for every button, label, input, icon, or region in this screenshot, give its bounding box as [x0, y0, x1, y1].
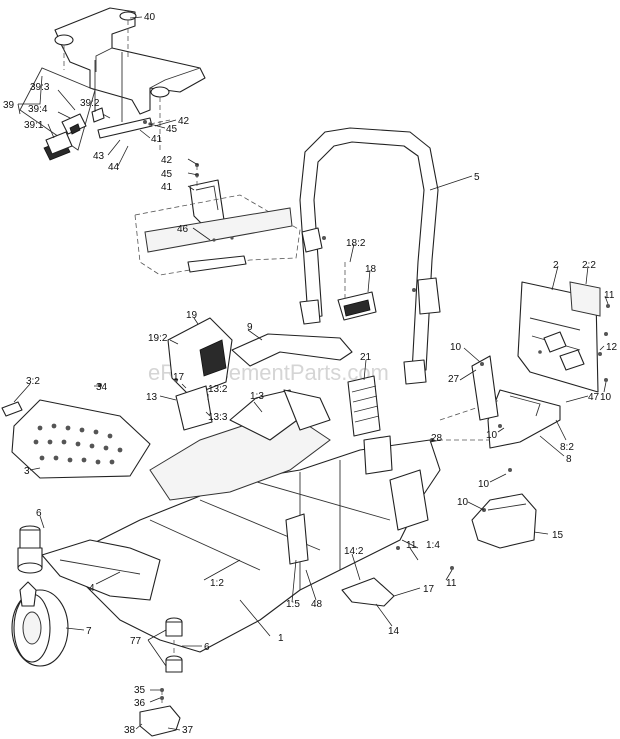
callout-18-2: 18:2: [346, 238, 366, 249]
callout-9: 9: [247, 322, 253, 333]
callout-48: 48: [311, 599, 323, 610]
callout-77: 77: [130, 636, 142, 647]
callout-46: 46: [177, 224, 189, 235]
callout-39: 39: [3, 100, 15, 111]
foot-plate-holes: [33, 423, 123, 465]
callout-41-mid: 41: [161, 182, 173, 193]
callout-43: 43: [93, 151, 105, 162]
mount-bracket-27: [471, 355, 499, 421]
callout-39-2: 39:2: [80, 98, 100, 109]
callout-7: 7: [86, 626, 92, 637]
front-axle-arm: [41, 539, 161, 601]
callout-1-2: 1:2: [210, 578, 224, 589]
callout-19-2: 19:2: [148, 333, 168, 344]
callout-39-1: 39:1: [24, 120, 44, 131]
callout-10-cover: 10: [457, 497, 469, 508]
callout-2: 2: [553, 260, 559, 271]
callout-45-top: 45: [166, 124, 178, 135]
callout-1: 1: [278, 633, 284, 644]
callout-36: 36: [134, 698, 146, 709]
callout-34: 34: [96, 382, 108, 393]
pivot-rod: [97, 117, 171, 139]
caster-wheel: [11, 581, 69, 667]
main-frame: [59, 389, 441, 653]
callout-8-2: 8:2: [560, 442, 574, 453]
callout-42-top: 42: [178, 116, 190, 127]
callout-27: 27: [448, 374, 460, 385]
callout-35: 35: [134, 685, 146, 696]
callout-10-lower: 10: [478, 479, 490, 490]
callout-8: 8: [566, 454, 572, 465]
callout-28: 28: [431, 433, 443, 444]
callout-1-3: 1:3: [250, 391, 264, 402]
bottom-bracket: [139, 705, 181, 737]
leader-lines: [13, 16, 609, 731]
callout-39-4: 39:4: [28, 104, 48, 115]
callout-6-bottom: 6: [204, 642, 210, 653]
foot-plate: [11, 399, 151, 479]
callout-17-lower: 17: [423, 584, 435, 595]
caster-spindle-housing: [17, 525, 43, 574]
callout-1-4: 1:4: [426, 540, 440, 551]
callout-41-top: 41: [151, 134, 163, 145]
callout-12: 12: [606, 342, 618, 353]
callout-4: 4: [89, 583, 95, 594]
callout-labels: 40 39 39:3 39:2 39:4 39:1 42 45 41 43 44…: [3, 12, 618, 736]
mount-plate: [189, 163, 225, 229]
right-side-panel: [517, 281, 601, 393]
callout-37: 37: [182, 725, 194, 736]
callout-6-top: 6: [36, 508, 42, 519]
callout-39-3: 39:3: [30, 82, 50, 93]
callout-15: 15: [552, 530, 564, 541]
rear-bushings: [160, 617, 183, 706]
roll-bar-latch: [337, 262, 377, 321]
hydraulic-tube-9: [231, 333, 353, 367]
callout-11-lower: 11: [446, 578, 457, 589]
callout-10-right: 10: [600, 392, 612, 403]
callout-11-right: 11: [604, 290, 615, 301]
callout-13-2: 13:2: [208, 384, 228, 395]
bumper-strip: [1, 401, 23, 417]
callout-13: 13: [146, 392, 158, 403]
callout-42-mid: 42: [161, 155, 173, 166]
callout-10-panel: 10: [450, 342, 462, 353]
seat-switch-kit: [19, 67, 105, 161]
callout-11-mid: 11: [406, 540, 417, 551]
callout-2-2: 2:2: [582, 260, 596, 271]
filter-element: [347, 375, 381, 437]
callout-19: 19: [186, 310, 198, 321]
callout-45-mid: 45: [161, 169, 173, 180]
callout-17-upper: 17: [173, 372, 185, 383]
callout-3: 3: [24, 466, 30, 477]
step-plate-14: [341, 577, 395, 607]
callout-3-2: 3:2: [26, 376, 40, 387]
bracket-13: [174, 378, 213, 431]
callout-38: 38: [124, 725, 136, 736]
callout-13-3: 13:3: [208, 412, 228, 423]
callout-14-2: 14:2: [344, 546, 364, 557]
callout-18: 18: [365, 264, 377, 275]
callout-44: 44: [108, 162, 120, 173]
callout-5: 5: [474, 172, 480, 183]
seat-mount-frame: [54, 7, 206, 150]
callout-21: 21: [360, 352, 372, 363]
callout-14: 14: [388, 626, 400, 637]
callout-40: 40: [144, 12, 156, 23]
side-rail: [430, 389, 561, 449]
callout-47: 47: [588, 392, 600, 403]
callout-1-5: 1:5: [286, 599, 300, 610]
seat-support-19: [167, 317, 233, 397]
callout-10-rail: 10: [486, 430, 498, 441]
roll-over-protection-bar: [299, 127, 441, 385]
side-cover: [471, 493, 537, 549]
upper-frame-outline: [134, 194, 301, 276]
